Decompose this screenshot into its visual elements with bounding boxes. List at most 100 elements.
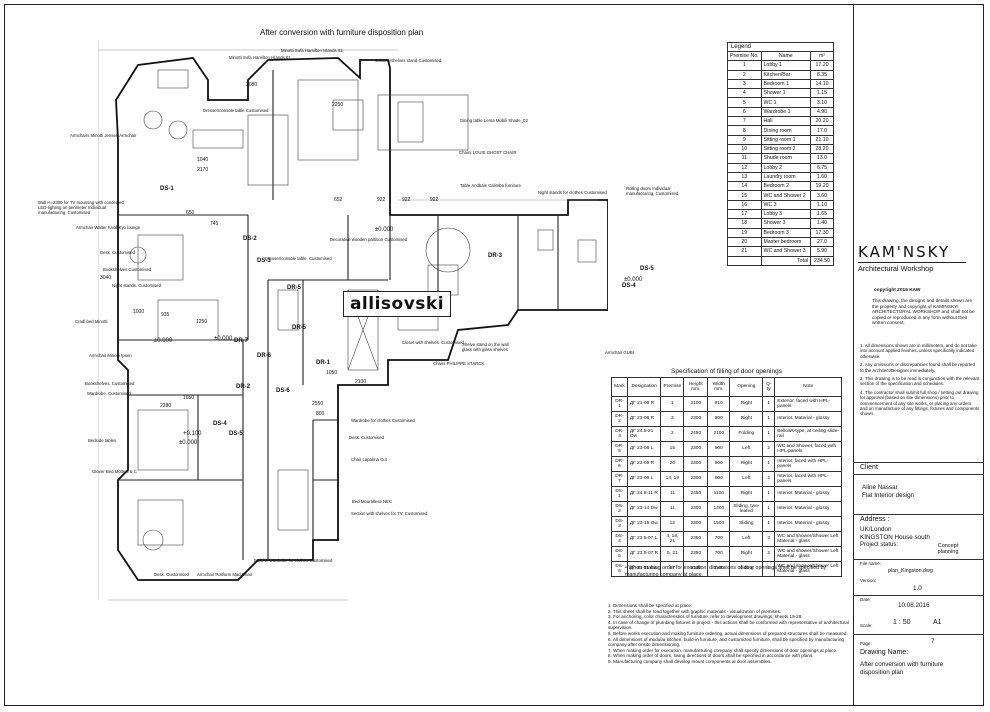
legend-area: 1.65 xyxy=(810,209,834,220)
legend-name: WC and Shower 3 xyxy=(760,246,812,257)
openings-cell: DR-2 xyxy=(611,411,628,427)
note-item: 8. When making order of doors, swing dir… xyxy=(608,653,814,659)
openings-cell: 5, 21 xyxy=(660,546,685,562)
divider xyxy=(853,474,984,475)
door-mark: DS-5 xyxy=(229,431,243,437)
outer-walls xyxy=(115,57,608,581)
openings-cell: 1 xyxy=(762,486,776,502)
copyright: copyright 2016 KAW xyxy=(874,288,921,293)
plan-label: Desk. Customised xyxy=(154,572,189,577)
dimension: 2100 xyxy=(355,379,367,385)
openings-cell: 4, 18, 21 xyxy=(660,531,685,547)
legend-area: 1.10 xyxy=(810,199,834,211)
file-label: File name: xyxy=(860,561,882,566)
plan-label: Desk. Customised xyxy=(349,435,384,440)
legend-total-label: Total xyxy=(760,255,812,266)
company-logo: KAM'NSKY Architectural Workshop xyxy=(858,243,966,273)
openings-cell: Right xyxy=(729,411,764,427)
openings-cell: 2450 xyxy=(683,486,709,502)
plan-label: Armchairs Minotti Jensen Armchair xyxy=(70,133,137,138)
openings-cell: ДГ 23-15 Ow xyxy=(626,516,662,532)
plan-label: Table Andbale Calimba furniture xyxy=(460,183,521,188)
plan-label: Section with shelves for TV. Customised xyxy=(351,511,428,516)
legend-name: Lobby 1 xyxy=(760,60,812,71)
note-item: 1. Dimensions shall be specified at plac… xyxy=(608,603,693,608)
legend-area: 19.20 xyxy=(810,181,834,192)
door-openings-table: Specification of filling of door opening… xyxy=(611,368,842,577)
openings-cell: 11 xyxy=(660,501,685,517)
openings-caption: Specification of filling of door opening… xyxy=(671,368,782,375)
openings-cell: 1 xyxy=(762,411,776,427)
file-name: plan_Kingston.dwg xyxy=(888,568,933,574)
door-mark: DR-6 xyxy=(257,353,272,359)
door-mark: DS-6 xyxy=(276,388,290,394)
sheet-frame xyxy=(4,4,984,706)
version: 1.0 xyxy=(913,585,922,592)
openings-cell: WC and shower/Shower Left Material - gla… xyxy=(774,531,842,547)
legend-name: Sitting room 1 xyxy=(760,134,812,145)
dimension: 800 xyxy=(316,411,325,417)
legend-area: 1.15 xyxy=(810,88,834,99)
legend-number: 19 xyxy=(727,227,762,238)
openings-cell: WC and Shower, faced with HPL-panels xyxy=(774,441,842,457)
drawing-note-item: 2. Any omissions or discrepancies found … xyxy=(860,362,976,373)
openings-cell: DS-3 xyxy=(611,516,628,532)
plan-label: Desk. Customised xyxy=(100,250,135,255)
openings-cell: 11 xyxy=(660,486,685,502)
legend-name: WC 1 xyxy=(760,97,812,108)
dimension: 745 xyxy=(210,221,219,227)
legend-area: 17.20 xyxy=(810,60,834,71)
legend-name: Laundry room xyxy=(760,171,812,183)
legend-name: Bedroom 1 xyxy=(760,78,812,90)
inner-walls xyxy=(118,70,559,560)
openings-cell: 810 xyxy=(707,396,731,412)
openings-cell: Right xyxy=(729,396,764,412)
openings-cell: 900 xyxy=(707,471,731,487)
openings-cell: ДГ 23.5-07 R xyxy=(626,546,662,562)
openings-cell: 1500 xyxy=(707,516,731,532)
legend-name: Kitchen/Bar xyxy=(760,69,812,80)
door-mark: DS-5 xyxy=(640,266,654,272)
openings-cell: 2 xyxy=(660,426,685,442)
plan-label: Wardrobe. Customised xyxy=(87,391,131,396)
legend-area: 13.0 xyxy=(810,153,834,164)
legend-area: 6.75 xyxy=(810,162,834,173)
page-label: Page: xyxy=(860,641,872,646)
dimension: 2080 xyxy=(246,82,258,88)
openings-cell: 15 xyxy=(660,441,685,457)
openings-cell: WC and shower/Shower Left Material - gla… xyxy=(774,546,842,562)
door-mark: DR-2 xyxy=(236,384,251,390)
address-line: KINGSTON House south xyxy=(860,534,930,541)
openings-cell: Bellows-type, at ceiling slide-rail xyxy=(774,426,842,442)
plan-label: Armchair GUBI xyxy=(605,350,634,355)
openings-cell: Interior, faced with HPL-panels xyxy=(774,471,842,487)
legend-number: 10 xyxy=(727,143,762,155)
legend-area: 3.10 xyxy=(810,97,834,108)
legend-caption: Legend xyxy=(727,42,834,51)
legend-number: 14 xyxy=(727,181,762,192)
legend-number: 4 xyxy=(727,88,762,99)
plan-label: Wall H=2300 for TV mounting with conceal… xyxy=(38,200,124,215)
plan-title: After conversion with furniture disposit… xyxy=(260,28,424,37)
openings-header: Opening xyxy=(729,377,764,397)
openings-cell: ДГ 23-08 L xyxy=(626,441,662,457)
plan-label: Build-in wardrobe for clothes Customised xyxy=(254,558,333,563)
openings-cell: WC and shower/Shower Left Material - gla… xyxy=(774,561,842,577)
legend-area: 8.35 xyxy=(810,69,834,80)
plan-label: Closet with shelves. Customised xyxy=(402,340,464,345)
openings-cell: 1 xyxy=(762,501,776,517)
client-firm: Flat Interior design xyxy=(862,492,915,499)
dimension-lines xyxy=(98,40,598,601)
openings-cell: DS-4 xyxy=(611,531,628,547)
openings-cell: DR-3 xyxy=(611,426,628,442)
openings-cell: 14, 19 xyxy=(660,471,685,487)
door-mark: DR-5 xyxy=(287,285,302,291)
legend-number: 5 xyxy=(727,97,762,108)
